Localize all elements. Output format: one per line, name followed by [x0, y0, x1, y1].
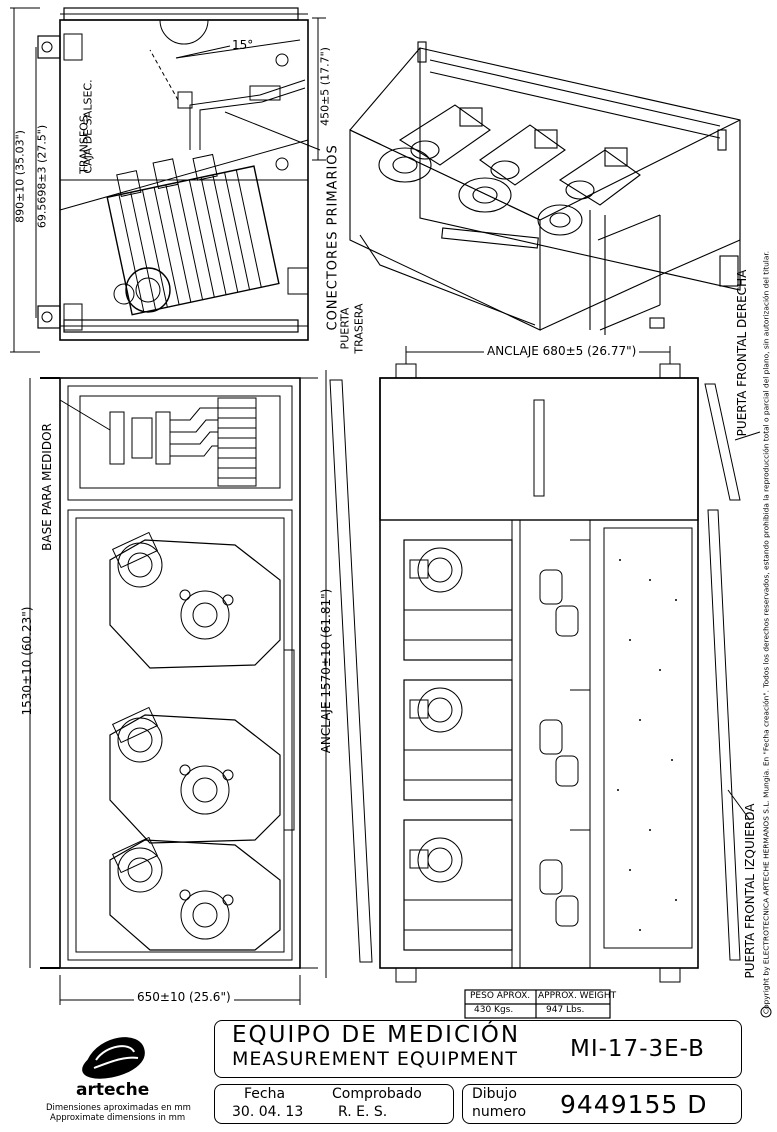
top-450-dimension: 450±5 (17.7"): [318, 47, 332, 126]
dibujo-label: Dibujo: [472, 1086, 517, 1102]
peso-label: PESO APROX.: [470, 991, 531, 1001]
puerta-izquierda-label: PUERTA FRONTAL IZQUIERDA: [743, 803, 757, 979]
drawing-number: 9449155 D: [560, 1090, 708, 1119]
puerta-trasera-label-2: TRASERA: [352, 303, 366, 354]
side-view: [10, 7, 326, 353]
front-view-right: [325, 346, 761, 983]
drawing-number-box: [462, 1084, 742, 1124]
date-box: [214, 1084, 454, 1124]
brand-name: arteche: [76, 1080, 150, 1100]
title-en: MEASUREMENT EQUIPMENT: [232, 1048, 518, 1070]
puerta-derecha-label: PUERTA FRONTAL DERECHA: [735, 269, 749, 437]
height-1530-dimension: 1530±10 (60.23"): [20, 606, 34, 716]
peso-value: 430 Kgs.: [474, 1005, 514, 1015]
numero-label: numero: [472, 1104, 527, 1120]
angle-dimension: 15°: [232, 38, 254, 52]
arteche-logo: [82, 1037, 145, 1079]
copyright-symbol: [760, 1006, 772, 1018]
weight-value: 947 Lbs.: [546, 1005, 585, 1015]
isometric-view: [349, 41, 741, 335]
anclaje-1570-dimension: ANCLAJE 1570±10 (61.81"): [319, 588, 333, 754]
puerta-trasera-label-1: PUERTA: [338, 307, 352, 350]
weight-label: APPROX. WEIGHT: [538, 991, 617, 1001]
fecha-value: 30. 04. 13: [232, 1104, 304, 1120]
height-total-dimension: 890±10 (35.03"): [13, 130, 27, 223]
title-es: EQUIPO DE MEDICIÓN: [232, 1022, 521, 1048]
front-view-left: [29, 377, 318, 1005]
title-box: [214, 1020, 742, 1078]
fecha-label: Fecha: [244, 1086, 286, 1102]
note-es: Dimensiones aproximadas en mm: [46, 1103, 191, 1113]
note-en: Approximate dimensions in mm: [50, 1113, 186, 1123]
width-650-dimension: 650±10 (25.6"): [134, 990, 234, 1004]
height-mid-dimension: 69.5698±3 (27.5"): [35, 124, 49, 229]
comprobado-value: R. E. S.: [338, 1104, 388, 1120]
comprobado-label: Comprobado: [332, 1086, 422, 1102]
transfos-label: TRANSFOS: [77, 115, 91, 174]
model-number: MI-17-3E-B: [570, 1036, 705, 1062]
anclaje-680-dimension: ANCLAJE 680±5 (26.77"): [484, 344, 640, 358]
base-medidor-label: BASE PARA MEDIDOR: [40, 423, 54, 551]
weight-table: [464, 989, 611, 1019]
copyright-text: Copyright by ELECTROTECNICA ARTECHE HERM…: [761, 250, 771, 1015]
